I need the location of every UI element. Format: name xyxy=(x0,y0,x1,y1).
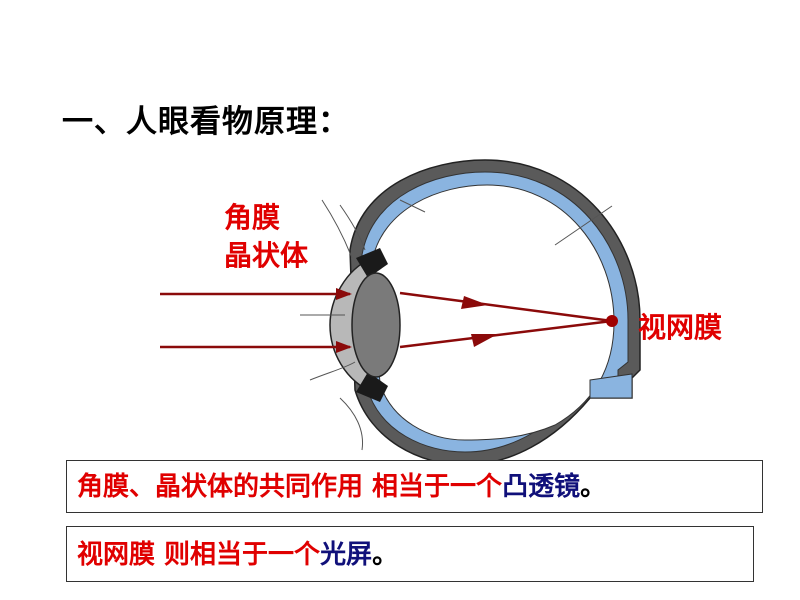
label-lens: 晶状体 xyxy=(224,239,309,272)
focal-point xyxy=(606,315,618,327)
refracted-rays xyxy=(399,291,618,349)
label-cornea: 角膜 xyxy=(224,201,281,234)
iris-upper xyxy=(356,248,388,278)
statement1-suffix: 。 xyxy=(580,472,607,502)
eyeball xyxy=(349,159,641,466)
refracted-ray-bottom xyxy=(399,319,613,349)
iris-lower xyxy=(356,372,388,402)
statement1-prefix: 角膜、晶状体的共同作用 相当于一个 xyxy=(77,472,503,502)
optic-nerve xyxy=(589,373,633,399)
leader-lines xyxy=(300,199,613,451)
crystalline-lens xyxy=(351,272,401,378)
statement-box-lens: 角膜、晶状体的共同作用 相当于一个凸透镜。 xyxy=(66,460,763,513)
statement-box-retina: 视网膜 则相当于一个光屏。 xyxy=(66,526,754,582)
refracted-ray-top xyxy=(399,291,613,323)
statement2-suffix: 。 xyxy=(372,540,399,570)
arrowhead-incident-bottom xyxy=(336,341,352,353)
statement2-prefix: 视网膜 则相当于一个 xyxy=(77,540,321,570)
arrowhead-incident-top xyxy=(336,288,352,300)
page-title: 一、人眼看物原理： xyxy=(62,104,350,140)
label-retina: 视网膜 xyxy=(638,311,723,344)
arrowhead-refracted-top xyxy=(461,296,488,309)
statement2-highlight: 光屏 xyxy=(320,540,373,570)
arrowhead-refracted-bottom xyxy=(471,334,498,347)
statement1-highlight: 凸透镜 xyxy=(502,472,581,502)
vitreous-body xyxy=(371,184,615,441)
incident-rays xyxy=(160,288,352,353)
